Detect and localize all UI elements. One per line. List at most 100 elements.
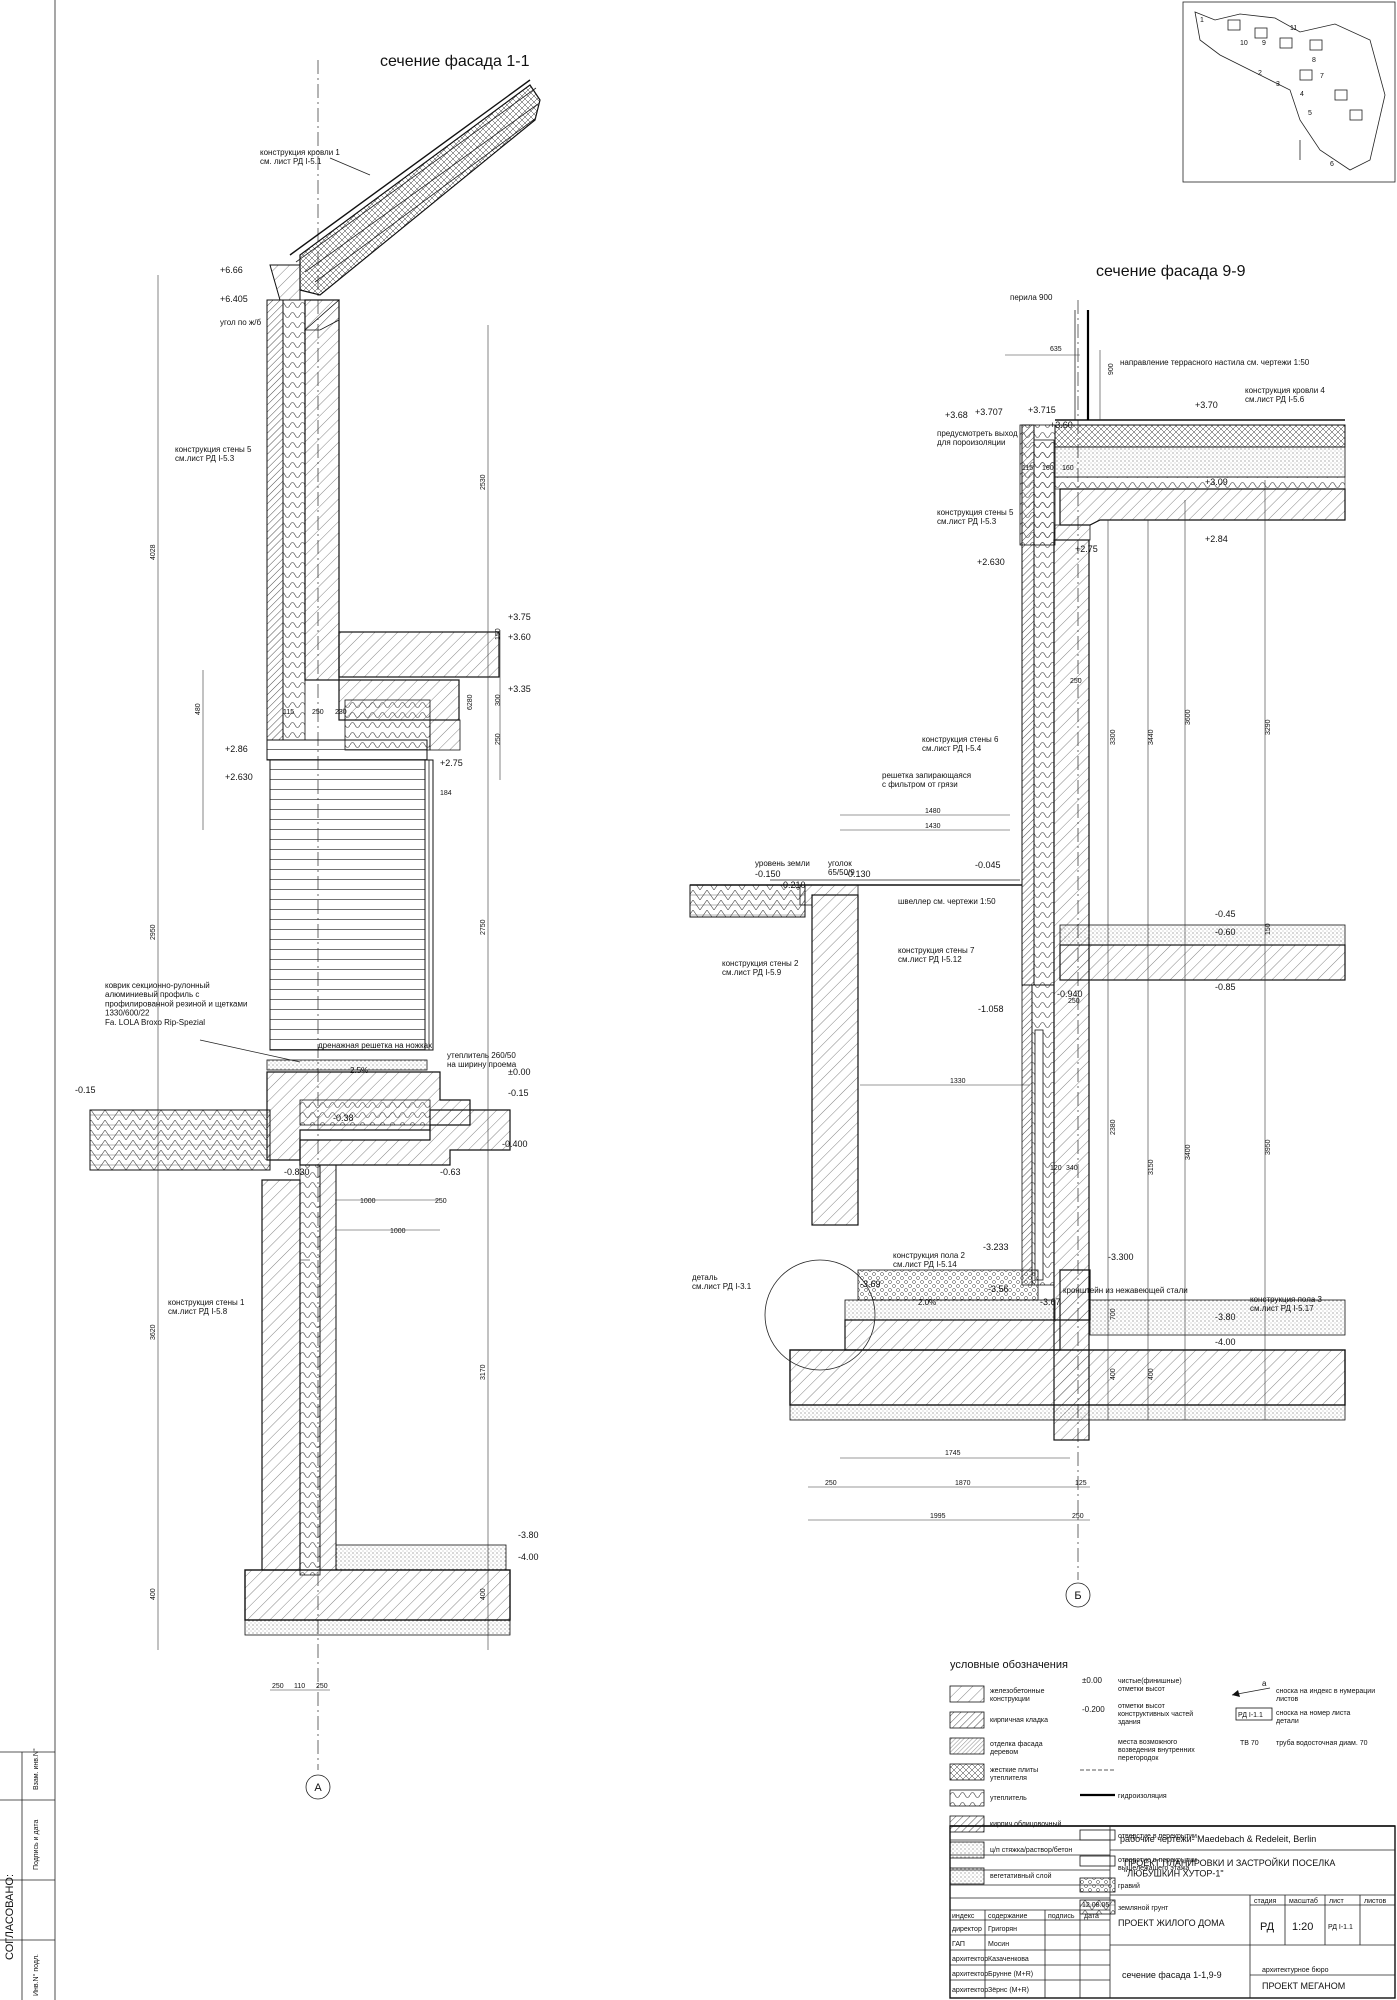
- title-block-grid: [949, 1825, 1396, 1999]
- legend-mark-sheet: РД I-1.1: [1238, 1712, 1263, 1719]
- title-role-1: ГАП: [952, 1941, 965, 1948]
- title-office: рабочие чертежи- Maedebach & Redeleit, B…: [1120, 1834, 1316, 1844]
- right-elev-060: -0.60: [1215, 927, 1236, 937]
- title-bureau: ПРОЕКТ МЕГАНОМ: [1262, 1981, 1345, 1991]
- right-elev-3300: -3.300: [1108, 1252, 1134, 1262]
- detail-callout-circle: [764, 1259, 876, 1371]
- left-dim-480: 480: [195, 703, 202, 715]
- keyplan-label-8: 8: [1312, 57, 1316, 64]
- left-elev-6405: +6.405: [220, 294, 248, 304]
- right-roof-terrace: [1054, 310, 1346, 526]
- left-slab-upper: [266, 631, 500, 761]
- legend-item-waterproof: гидроизоляция: [1118, 1793, 1167, 1800]
- title-role-0: директор: [952, 1926, 982, 1933]
- right-dim-3950: 3950: [1265, 1139, 1272, 1155]
- left-elev-038: -0.38: [333, 1113, 354, 1123]
- left-elev-335: +3.35: [508, 684, 531, 694]
- right-dim-chain: [808, 350, 1266, 1521]
- left-upper-wall: [266, 299, 340, 741]
- left-dim-400-a: 400: [150, 1588, 157, 1600]
- title-name-3: Брунне (M+R): [988, 1971, 1033, 1978]
- right-elev-360: +3.60: [1050, 420, 1073, 430]
- right-dim-150: 150: [1265, 923, 1272, 935]
- left-window: [269, 759, 434, 1051]
- left-dim-chain: [157, 275, 501, 1691]
- title-date: 12.08.05: [1082, 1902, 1109, 1909]
- keyplan-label-7: 7: [1320, 73, 1324, 80]
- title-role-2: архитектор: [952, 1956, 988, 1963]
- right-note-bracket: кронштейн из нежавеющей стали: [1063, 1286, 1188, 1295]
- left-elev-400: -4.00: [518, 1552, 539, 1562]
- right-dim-3150: 3150: [1148, 1159, 1155, 1175]
- axis-bubble-b: [1065, 1582, 1091, 1608]
- title-header-date: дата: [1084, 1913, 1099, 1920]
- title-name-0: Григорян: [988, 1926, 1017, 1933]
- right-elev-367: -3.67: [1040, 1297, 1061, 1307]
- left-dim-2750: 2750: [480, 919, 487, 935]
- right-well-bottom: [764, 1259, 1346, 1421]
- title-header-signature: подпись: [1048, 1913, 1075, 1920]
- keyplan-label-4: 4: [1300, 91, 1304, 98]
- right-dim-400-a: 400: [1110, 1368, 1117, 1380]
- title-header-index: индекс: [952, 1913, 975, 1920]
- right-elev-0150: -0.150: [755, 869, 781, 879]
- right-elev-370: +3.70: [1195, 400, 1218, 410]
- right-elev-045: -0.45: [1215, 909, 1236, 919]
- legend-swatches-col3: [1231, 1687, 1273, 1721]
- side-field-signature: Подпись и дата: [33, 1820, 40, 1870]
- left-dim-400-b: 400: [480, 1588, 487, 1600]
- left-dim-250-d: 250: [316, 1683, 328, 1690]
- side-field-inventory: Инв.N° подл.: [32, 1954, 40, 1996]
- right-dim-3440: 3440: [1148, 729, 1155, 745]
- right-elev-380: -3.80: [1215, 1312, 1236, 1322]
- left-dim-2530: 2530: [480, 474, 487, 490]
- right-dim-340: 340: [1066, 1165, 1078, 1172]
- left-note-corner: угол по ж/б: [220, 318, 261, 327]
- right-dim-900: 900: [1108, 363, 1115, 375]
- title-role-3: архитектор: [952, 1971, 988, 1978]
- title-header-content: содержание: [988, 1913, 1028, 1920]
- sheet-frame: [0, 0, 56, 2000]
- legend-swatches-col1: [949, 1685, 985, 1885]
- legend-item-insul: утеплитель: [990, 1795, 1027, 1802]
- right-elev-369: -3.69: [860, 1279, 881, 1289]
- right-section-title: сечение фасада 9-9: [1096, 263, 1246, 280]
- right-elev-356: -3.56: [988, 1284, 1009, 1294]
- right-elev-0045: -0.045: [975, 860, 1001, 870]
- legend-title: условные обозначения: [950, 1659, 1068, 1671]
- title-sheet: РД I-1.1: [1328, 1924, 1353, 1931]
- axis-mark-a: А: [314, 1782, 322, 1794]
- left-elev-375: +3.75: [508, 612, 531, 622]
- left-dim-230: 230: [335, 709, 347, 716]
- title-project: ПРОЕКТ ПЛАНИРОВКИ И ЗАСТРОЙКИ ПОСЕЛКА"ЛЮ…: [1124, 1857, 1335, 1878]
- keyplan-label-6: 6: [1330, 161, 1334, 168]
- title-header-sheets: листов: [1364, 1898, 1387, 1905]
- left-dim-6280: 6280: [467, 694, 474, 710]
- left-dim-3620: 3620: [150, 1324, 157, 1340]
- left-dim-150: 150: [495, 628, 502, 640]
- left-elev-360: +3.60: [508, 632, 531, 642]
- right-dim-635: 635: [1050, 346, 1062, 353]
- title-name-4: Зёрнс (M+R): [988, 1987, 1029, 1994]
- legend-item-soil: земляной грунт: [1118, 1904, 1169, 1912]
- right-dim-1870: 1870: [955, 1480, 971, 1487]
- right-dim-250-c: 250: [1068, 998, 1080, 1005]
- keyplan-label-10: 10: [1240, 40, 1248, 47]
- right-dim-1745: 1745: [945, 1450, 961, 1457]
- left-note-drain: дренажная решетка на ножках: [318, 1041, 432, 1050]
- right-dim-125: 125: [1075, 1480, 1087, 1487]
- right-light-well: [689, 879, 1055, 1286]
